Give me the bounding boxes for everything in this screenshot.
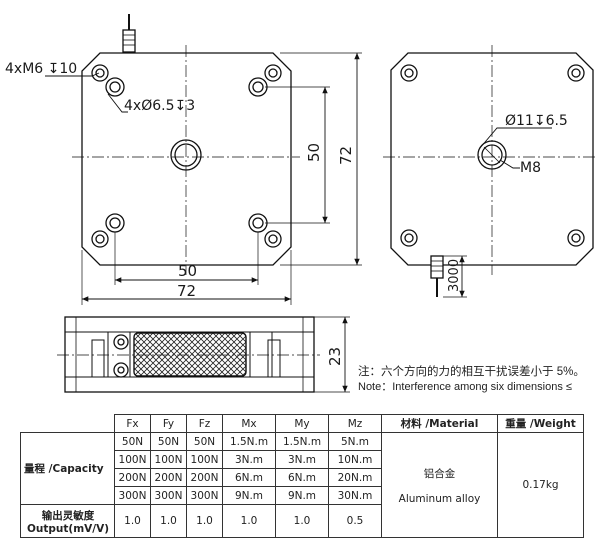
table-cell: 50N (114, 432, 151, 451)
table-cell: 50N (186, 432, 223, 451)
hole-callout-label: 4xØ6.5↧3 (124, 98, 195, 114)
table-cell: 3N.m (275, 450, 329, 469)
table-cell: 300N (114, 486, 151, 505)
center-bore (477, 140, 507, 170)
table-row-output: 输出灵敏度 Output(mV/V) 1.0 1.0 1.0 1.0 1.0 0… (20, 504, 584, 538)
counterbore-hole (248, 213, 268, 233)
counterbore-hole (105, 213, 125, 233)
table-cell: 1.5N.m (222, 432, 276, 451)
table-cell: 50N (150, 432, 187, 451)
table-cell: 1.0 (186, 504, 223, 538)
dim-inner-vertical-label: 50 (305, 143, 323, 162)
table-cell: 1.0 (114, 504, 151, 538)
counterbore-hole (248, 77, 268, 97)
sensor-body-outline (81, 52, 292, 266)
corner-hole (264, 64, 282, 82)
material-cell: 铝合金 Aluminum alloy (381, 432, 498, 538)
table-cell: 100N (186, 450, 223, 469)
corner-hole (567, 229, 585, 247)
table-cell: 3N.m (222, 450, 276, 469)
table-cell: 200N (114, 468, 151, 487)
table-cell: 10N.m (328, 450, 382, 469)
counterbore-hole (105, 77, 125, 97)
table-row: 300N 300N 300N 9N.m 9N.m 30N.m (21, 486, 584, 505)
table-header-row: Fx Fy Fz Mx My Mz 材料 /Material 重量 /Weigh… (21, 414, 584, 433)
top-view-left (45, 14, 362, 305)
side-screw (113, 362, 129, 378)
table-cell: 1.0 (150, 504, 187, 538)
header-fx: Fx (114, 414, 151, 433)
specification-table: Fx Fy Fz Mx My Mz 材料 /Material 重量 /Weigh… (20, 414, 584, 538)
header-mz: Mz (328, 414, 382, 433)
note-chinese: 注：六个方向的力的相互干扰误差小于 5%。 (358, 366, 585, 378)
table-cell: 9N.m (275, 486, 329, 505)
table-cell: 6N.m (275, 468, 329, 487)
thread-callout-label: 4xM6 ↧10 (5, 61, 77, 77)
corner-hole (400, 64, 418, 82)
cable-connector-top (122, 14, 136, 53)
table-cell: 200N (186, 468, 223, 487)
dim-inner-label: 50 (178, 262, 197, 280)
capacity-label: 量程 /Capacity (20, 432, 115, 505)
strain-gauge-window (133, 332, 247, 377)
table-cell: 20N.m (328, 468, 382, 487)
note-english: Note：Interference among six dimensions ≤ (358, 381, 572, 393)
cable-length-label: 3000 (447, 259, 462, 292)
output-label-cn: 输出灵敏度 (41, 509, 95, 522)
table-cell: 9N.m (222, 486, 276, 505)
table-cell: 200N (150, 468, 187, 487)
table-cell: 1.5N.m (275, 432, 329, 451)
center-hole (170, 139, 202, 171)
table-cell: 6N.m (222, 468, 276, 487)
side-screw (113, 334, 129, 350)
table-cell: 300N (150, 486, 187, 505)
table-cell: 30N.m (328, 486, 382, 505)
corner-hole (91, 64, 109, 82)
header-fz: Fz (186, 414, 223, 433)
sensor-back-outline (390, 52, 594, 266)
weight-cell: 0.17kg (497, 432, 584, 538)
corner-hole (91, 230, 109, 248)
table-cell: 0.5 (328, 504, 382, 538)
dim-outer-label: 72 (177, 282, 196, 300)
table-cell: 1.0 (275, 504, 329, 538)
table-cell: 300N (186, 486, 223, 505)
header-my: My (275, 414, 329, 433)
side-view (57, 316, 350, 393)
corner-hole (567, 64, 585, 82)
header-mx: Mx (222, 414, 276, 433)
top-view-right (383, 45, 595, 298)
bore-callout-label: Ø11↧6.5 (505, 113, 568, 129)
table-row: 200N 200N 200N 6N.m 6N.m 20N.m (21, 468, 584, 487)
table-cell: 5N.m (328, 432, 382, 451)
dim-outer-vertical-label: 72 (337, 146, 355, 165)
cable-connector-bottom (430, 255, 444, 297)
header-weight: 重量 /Weight (497, 414, 584, 433)
table-row: 量程 /Capacity 50N 50N 50N 1.5N.m 1.5N.m 5… (20, 432, 584, 538)
corner-hole (264, 230, 282, 248)
header-fy: Fy (150, 414, 187, 433)
header-material: 材料 /Material (381, 414, 498, 433)
thread-m8-label: M8 (520, 160, 541, 176)
table-row: 100N 100N 100N 3N.m 3N.m 10N.m (21, 450, 584, 469)
side-body-outline (64, 316, 315, 393)
table-cell: 100N (150, 450, 187, 469)
table-cell: 1.0 (222, 504, 276, 538)
material-en: Aluminum alloy (398, 492, 481, 505)
side-height-label: 23 (326, 347, 344, 366)
corner-hole (400, 229, 418, 247)
material-cn: 铝合金 (423, 467, 456, 480)
table-cell: 100N (114, 450, 151, 469)
output-label: 输出灵敏度 Output(mV/V) (20, 504, 115, 538)
output-label-en: Output(mV/V) (26, 522, 110, 535)
